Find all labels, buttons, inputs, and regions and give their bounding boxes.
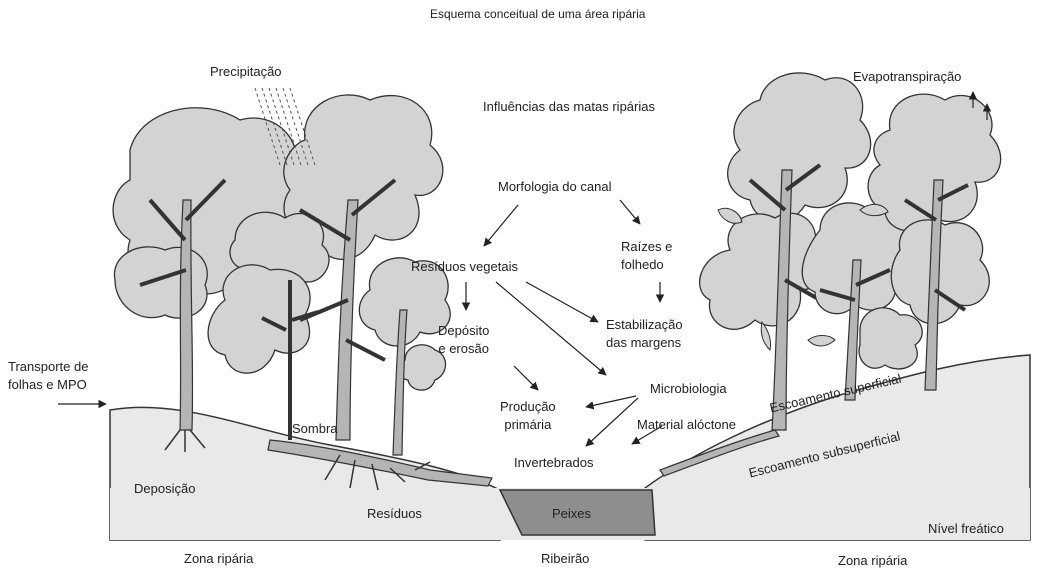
label-invertebrados: Invertebrados	[514, 454, 594, 472]
label-sombra: Sombra	[292, 420, 338, 438]
label-raizes: Raízes e folhedo	[621, 238, 672, 273]
arrow-micro-producao	[586, 396, 636, 407]
label-precipitacao: Precipitação	[210, 63, 282, 81]
label-material: Material alóctone	[637, 416, 736, 434]
label-producao: Produção primária	[500, 398, 556, 433]
leaf-icon	[718, 208, 742, 223]
label-morfologia: Morfologia do canal	[498, 178, 611, 196]
arrow-morfologia-residuos	[484, 205, 518, 246]
arrow-morfologia-raizes	[620, 200, 640, 224]
label-deposicao: Deposição	[134, 480, 195, 498]
label-transporte: Transporte de folhas e MPO	[8, 358, 88, 393]
zone-left-label: Zona ripária	[184, 550, 253, 568]
zone-right-label: Zona ripária	[838, 552, 907, 570]
label-residuos-vegetais: Resíduos vegetais	[411, 258, 518, 276]
label-deposito: Depósito e erosão	[438, 322, 489, 357]
label-residuos: Resíduos	[367, 505, 422, 523]
label-estabilizacao: Estabilização das margens	[606, 316, 683, 351]
tree-left-3	[262, 258, 450, 455]
label-evapotranspiracao: Evapotranspiração	[853, 68, 961, 86]
leaf-icon	[808, 335, 835, 346]
label-peixes: Peixes	[552, 505, 591, 523]
arrow-deposito-producao	[514, 366, 538, 390]
diagram-subtitle: Influências das matas ripárias	[483, 98, 655, 116]
zone-center-label: Ribeirão	[541, 550, 589, 568]
label-microbiologia: Microbiologia	[650, 380, 727, 398]
label-nivel-freatico: Nível freático	[928, 520, 1004, 538]
diagram-title: Esquema conceitual de uma área ripária	[430, 6, 645, 22]
